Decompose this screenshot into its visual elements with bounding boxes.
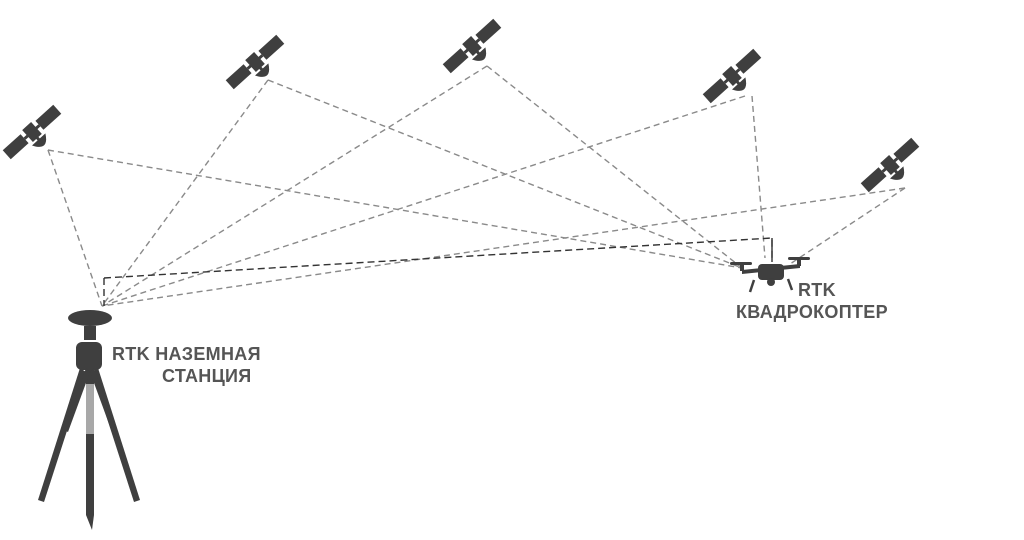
base-station-label: RTK НАЗЕМНАЯ СТАНЦИЯ: [112, 343, 261, 387]
satellite-icon: [859, 136, 928, 202]
satellite-icon: [701, 47, 770, 113]
base-station-label-line1: RTK НАЗЕМНАЯ: [112, 344, 261, 364]
satellite-icon: [224, 33, 293, 99]
satellite-icon: [441, 17, 510, 83]
base-station-label-line2: СТАНЦИЯ: [162, 366, 252, 386]
quadcopter-label-line2: КВАДРОКОПТЕР: [736, 302, 888, 322]
quadcopter-label: RTK КВАДРОКОПТЕР: [736, 279, 888, 323]
quadcopter-label-line1: RTK: [798, 280, 836, 300]
correction-link: [103, 237, 773, 279]
links-to-base-station: [47, 65, 906, 307]
links-to-quadcopter: [47, 65, 906, 269]
quadcopter-icon: [730, 238, 810, 293]
base-station-icon: [38, 310, 140, 530]
satellite-icon: [1, 103, 70, 169]
